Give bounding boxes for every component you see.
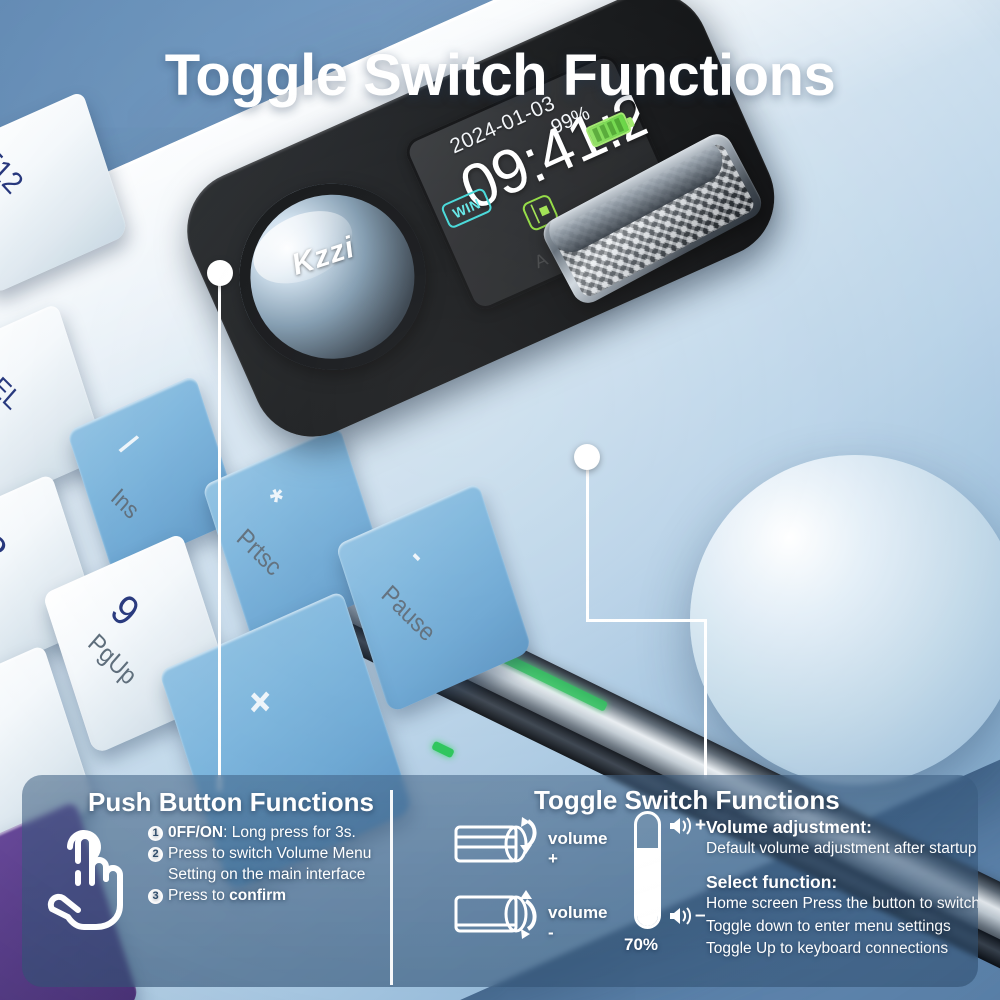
push-instruction-list: 1 0FF/ON: Long press for 3s. 2 Press to … <box>148 823 393 908</box>
roller-up-icon <box>454 817 537 863</box>
roller-down-icon <box>454 890 537 939</box>
callout-line-push-button <box>218 275 221 791</box>
list-text-bold: confirm <box>229 887 287 905</box>
plus-sign: + <box>695 815 707 836</box>
slider-percent-label: 70% <box>624 935 659 954</box>
keycap-sublegend: PgUp <box>82 628 142 691</box>
list-text-rest: : Long press for 3s. <box>223 824 356 841</box>
page-title: Toggle Switch Functions <box>164 43 836 108</box>
toggle-description: Volume adjustment: Default volume adjust… <box>706 815 978 960</box>
push-button-knob[interactable]: Kzzi <box>209 153 456 400</box>
toggle-section-title: Toggle Switch Functions <box>534 785 840 815</box>
section-heading: Select function: <box>706 872 838 893</box>
keycap-legend: - <box>402 539 433 573</box>
keycap-legend: * <box>255 480 291 520</box>
callout-line-toggle-horizontal <box>586 619 707 622</box>
list-number: 2 <box>148 846 163 862</box>
roller-up-label: volume + <box>548 829 608 868</box>
roller-down-row: volume - <box>452 887 608 947</box>
keycap-legend: 8 <box>0 525 15 576</box>
slider-fill <box>637 847 658 926</box>
list-text: Press to confirm <box>168 886 286 906</box>
keyboard-corner-nose <box>690 455 1000 785</box>
list-item: 3 Press to confirm <box>148 886 393 906</box>
keycap-legend: 9 <box>102 585 148 636</box>
list-number: 1 <box>148 825 163 841</box>
os-badge: WIN <box>439 186 494 230</box>
section-line: Toggle Up to keyboard connections <box>706 939 949 957</box>
speaker-plus-icon: + <box>668 815 706 837</box>
section-line: Home screen Press the button to switch <box>706 895 978 913</box>
list-text-rest: Press to <box>168 887 230 905</box>
keycap-sublegend: Ins <box>106 482 145 525</box>
roller-illustrations: volume + volume - <box>452 813 608 961</box>
list-item: 1 0FF/ON: Long press for 3s. <box>148 823 393 843</box>
roller-down-label: volume - <box>548 903 608 942</box>
callout-dot-push-button <box>207 260 233 286</box>
keycap-legend: F12 <box>0 141 29 201</box>
roller-up-row: volume + <box>452 813 608 873</box>
hand-tap-icon <box>40 821 136 936</box>
list-text: 0FF/ON: Long press for 3s. <box>168 823 356 843</box>
keycap-legend: 6 <box>0 701 6 751</box>
callout-dot-toggle-switch <box>574 444 600 470</box>
info-panel: Push Button Functions Toggle Switch Func… <box>22 775 978 987</box>
list-number: 3 <box>148 888 163 904</box>
slider-track[interactable] <box>634 811 661 929</box>
section-line: Toggle down to enter menu settings <box>706 917 951 935</box>
keycap-legend: DEL <box>0 357 28 416</box>
list-item: 2 Press to switch Volume Menu Setting on… <box>148 844 393 885</box>
keycap-sublegend: Prtsc <box>231 523 287 582</box>
keycap-legend: + <box>234 673 286 730</box>
callout-line-toggle-drop <box>704 619 707 779</box>
callout-line-toggle-vertical <box>586 458 589 622</box>
list-text: Press to switch Volume Menu Setting on t… <box>168 845 372 883</box>
section-line: Default volume adjustment after startup <box>706 840 977 857</box>
push-section-title: Push Button Functions <box>88 787 374 817</box>
minus-sign: – <box>695 905 706 926</box>
panel-divider <box>390 790 393 985</box>
section-heading: Volume adjustment: <box>706 817 872 837</box>
keycap-sublegend: Pause <box>375 579 441 648</box>
list-text-bold: 0FF/ON <box>168 824 224 841</box>
keycap-legend: / <box>113 428 143 461</box>
speaker-minus-icon: – <box>668 905 706 927</box>
